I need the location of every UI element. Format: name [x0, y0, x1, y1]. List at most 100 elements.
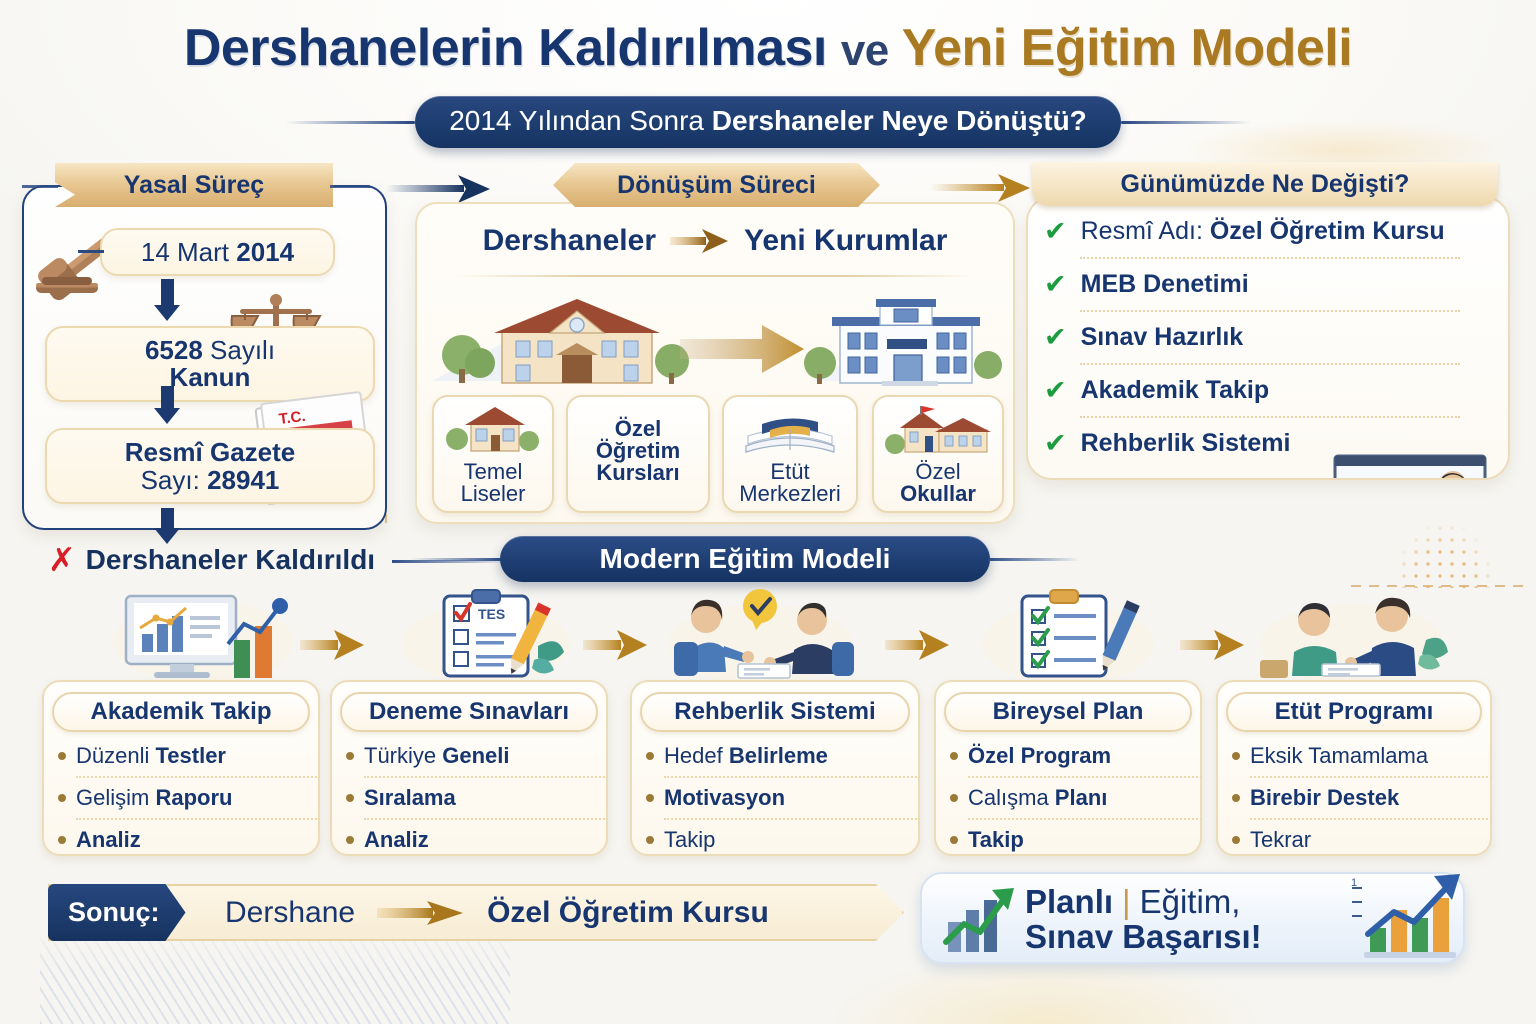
modern-card-2-div-0 [664, 776, 920, 778]
modern-arrow-4 [1180, 628, 1246, 662]
modern-card-4-title: Etüt Programı [1226, 692, 1482, 732]
transformation-inline-arrow-icon [670, 228, 730, 254]
today-panel [1026, 196, 1510, 480]
m0i0b: Testler [155, 743, 226, 768]
bullet-icon [950, 752, 958, 760]
modern-card-0-item-2: Analiz [58, 820, 320, 860]
title-conjunction: ve [840, 26, 889, 75]
bar-chart-arrow-icon: 1 [1348, 872, 1466, 960]
today-item-3: ✔ Akademik Takip [1044, 365, 1464, 416]
flag-school-icon [883, 404, 993, 458]
subtitle-right-rule [1120, 120, 1251, 124]
modern-card-3-body: Özel Program Calışma Planı Takip [934, 736, 1202, 860]
bullet-icon [646, 794, 654, 802]
transformation-card-temel-liseler[interactable]: Temel Liseler [432, 395, 554, 513]
law-line-one: 6528 Sayılı [145, 334, 276, 365]
card1-line2: Liseler [460, 481, 526, 506]
modern-card-3-item-2: Takip [950, 820, 1202, 860]
m3i2b: Takip [968, 827, 1024, 852]
modern-card-1-title: Deneme Sınavları [340, 692, 598, 732]
modern-card-4-item-2: Tekrar [1232, 820, 1492, 860]
modern-card-4-div-0 [1250, 776, 1492, 778]
transformation-card-etut-merkezleri[interactable]: Etüt Merkezleri [722, 395, 858, 513]
modern-arrow-2 [583, 628, 649, 662]
today-item-2: ✔ Sınav Hazırlık [1044, 312, 1464, 363]
growth-chart-icon [940, 884, 1022, 956]
subtitle-row: 2014 Yılından Sonra Dershaneler Neye Dön… [0, 96, 1536, 148]
transformation-from-label: Dershaneler [482, 224, 657, 257]
modern-card-0-item-1: Gelişim Raporu [58, 778, 320, 818]
card4-line1: Özel [915, 459, 961, 484]
m1i1b: Sıralama [364, 785, 456, 810]
modern-card-2-item-0: Hedef Belirleme [646, 736, 920, 776]
small-school-icon [443, 401, 543, 457]
today-item-0-bold: Özel Öğretim Kursu [1209, 217, 1445, 245]
m4i2n: Tekrar [1250, 827, 1312, 852]
today-item-0: ✔ Resmî Adı: Özel Öğretim Kursu [1044, 206, 1464, 257]
gazette-number: 28941 [207, 465, 280, 495]
today-checklist: ✔ Resmî Adı: Özel Öğretim Kursu ✔ MEB De… [1044, 206, 1464, 469]
result-tag: Sonuç: [48, 884, 186, 941]
dershane-abolished-result: ✗ Dershaneler Kaldırıldı [48, 543, 375, 576]
bullet-icon [346, 794, 354, 802]
subtitle-bold-text: Dershaneler Neye Dönüştü? [711, 105, 1087, 136]
law-number-pill: 6528 Sayılı Kanun [45, 326, 375, 402]
gazette-number-line: Sayı: 28941 [141, 466, 280, 494]
transformation-card-ozel-okullar[interactable]: Özel Okullar [872, 395, 1004, 513]
m0i1b: Raporu [155, 785, 233, 810]
page-title: Dershanelerin Kaldırılması ve Yeni Eğiti… [0, 18, 1536, 78]
modern-card-1-item-2: Analiz [346, 820, 608, 860]
today-item-3-bold: Akademik Takip [1080, 376, 1270, 404]
result-arrow-icon [377, 900, 465, 926]
today-divider-1 [1080, 310, 1460, 312]
gazette-label: Sayı: [140, 465, 200, 495]
gazette-title: Resmî Gazete [124, 436, 296, 467]
transformation-to-label: Yeni Kurumlar [744, 224, 948, 257]
check-icon: ✔ [1044, 322, 1067, 352]
modern-card-0-body: Düzenli Testler Gelişim Raporu Analiz [42, 736, 320, 860]
m4i0n: Eksik Tamamlama [1250, 743, 1429, 768]
modern-card-1-div-0 [364, 776, 608, 778]
transformation-card-ozel-ogretim-kurslari[interactable]: Özel Öğretim Kursları [566, 395, 710, 513]
card3-line2: Merkezleri [739, 481, 841, 506]
modern-card-3-item-1: Calışma Planı [950, 778, 1202, 818]
m0i1n: Gelişim [76, 785, 156, 810]
bullet-icon [346, 752, 354, 760]
today-item-4-bold: Rehberlik Sistemi [1080, 429, 1291, 457]
law-number-suffix: Sayılı [210, 334, 276, 365]
modern-banner-right-rule [988, 558, 1080, 561]
svg-text:1: 1 [1351, 877, 1357, 889]
bullet-icon [1232, 752, 1240, 760]
modern-card-4-div-1 [1250, 818, 1492, 820]
card2-line1: Özel [614, 416, 662, 441]
result-content: Dershane Özel Öğretim Kursu [225, 884, 769, 941]
modern-card-4-item-1: Birebir Destek [1232, 778, 1492, 818]
legal-banner-right-connector [330, 185, 370, 188]
modern-card-1-body: Türkiye Geneli Sıralama Analiz [330, 736, 608, 860]
legal-process-banner: Yasal Süreç [55, 163, 333, 207]
bullet-icon [1232, 836, 1240, 844]
cta-text: Planlı | Eğitim, Sınav Başarısı! [1025, 882, 1345, 957]
law-date-pill: 14 Mart 2014 [100, 228, 335, 276]
m2i0n: Hedef [664, 743, 729, 768]
today-item-2-bold: Sınav Hazırlık [1080, 323, 1244, 351]
modern-card-2-item-2: Takip [646, 820, 920, 860]
card4-line2: Okullar [900, 481, 976, 506]
m1i0b: Geneli [442, 743, 510, 768]
law-line-two: Kanun [169, 362, 251, 392]
today-divider-3 [1080, 416, 1460, 418]
modern-card-2-div-1 [664, 818, 920, 820]
modern-card-2-title: Rehberlik Sistemi [640, 692, 910, 732]
title-part-two: Yeni Eğitim Modeli [901, 19, 1353, 77]
legal-arrow-one [154, 279, 180, 321]
modern-card-1-item-1: Sıralama [346, 778, 608, 818]
legal-to-transformation-arrow [386, 172, 496, 206]
modern-card-3-item-0: Özel Program [950, 736, 1202, 776]
modern-card-3-div-0 [968, 776, 1202, 778]
checklist-clipboard-icon [978, 589, 1158, 684]
modern-card-3-title: Bireysel Plan [944, 692, 1192, 732]
legal-arrow-three [154, 508, 180, 544]
result-strip [48, 884, 904, 941]
check-icon: ✔ [1044, 375, 1067, 405]
